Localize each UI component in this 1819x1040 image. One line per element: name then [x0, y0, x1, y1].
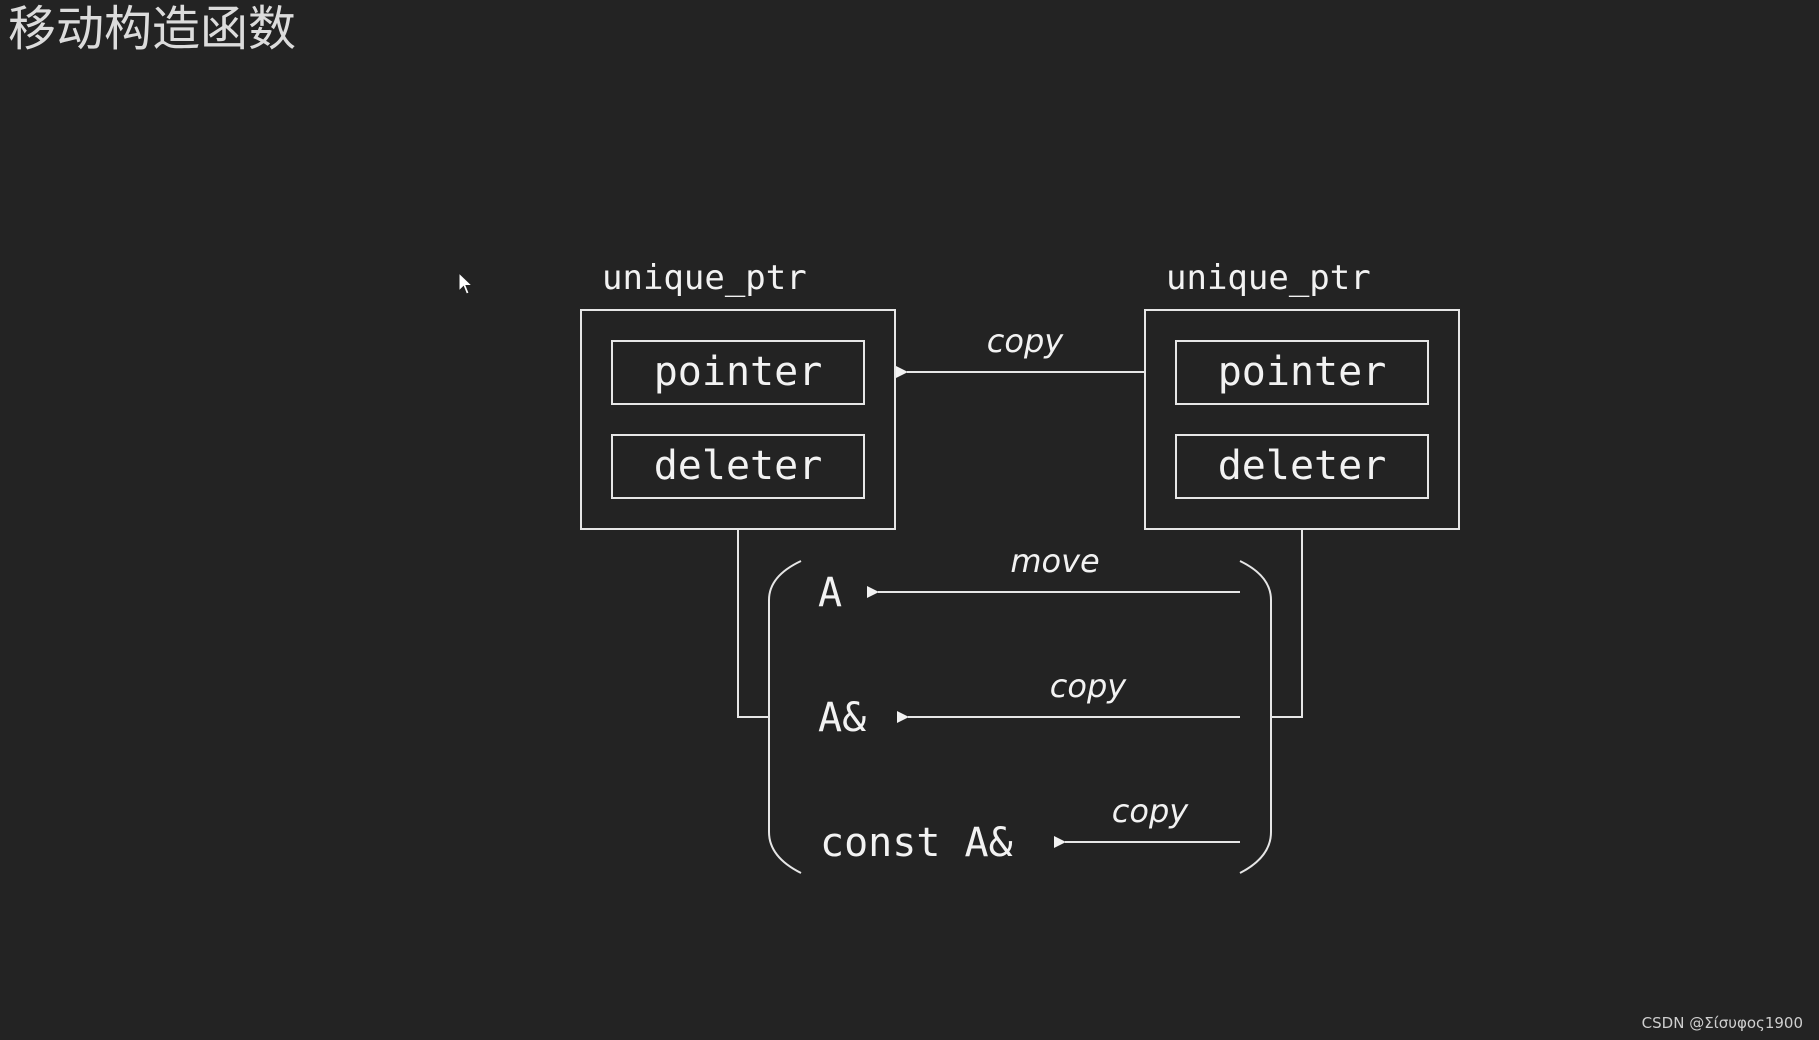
right-deleter-box: [1175, 434, 1429, 499]
footer-watermark: CSDN @Σίσυφος1900: [1641, 1014, 1803, 1032]
overload-param-a-ref: A&: [818, 695, 866, 741]
left-connector-line: [737, 529, 769, 718]
left-object-box: [580, 309, 896, 530]
overload-param-const-a-ref: const A&: [820, 820, 1013, 866]
right-pointer-box: [1175, 340, 1429, 405]
page-title: 移动构造函数: [8, 1, 297, 57]
overload-param-a: A: [818, 570, 842, 616]
right-pointer-label: pointer: [1218, 349, 1387, 395]
left-pointer-label: pointer: [654, 349, 823, 395]
right-object-label: unique_ptr: [1166, 258, 1371, 298]
top-copy-arrow-label: copy: [987, 322, 1064, 360]
left-object-label: unique_ptr: [602, 258, 807, 298]
overload-left-bracket: [768, 560, 802, 874]
left-pointer-box: [611, 340, 865, 405]
left-deleter-box: [611, 434, 865, 499]
left-deleter-label: deleter: [654, 443, 823, 489]
copy-arrow-const-label: copy: [1112, 792, 1189, 830]
mouse-cursor-icon: [458, 272, 474, 295]
copy-arrow-lvalue-label: copy: [1050, 667, 1127, 705]
right-deleter-label: deleter: [1218, 443, 1387, 489]
move-arrow-label: move: [1010, 542, 1099, 580]
right-object-box: [1144, 309, 1460, 530]
right-connector-line: [1271, 529, 1303, 718]
overload-right-bracket: [1239, 560, 1272, 874]
